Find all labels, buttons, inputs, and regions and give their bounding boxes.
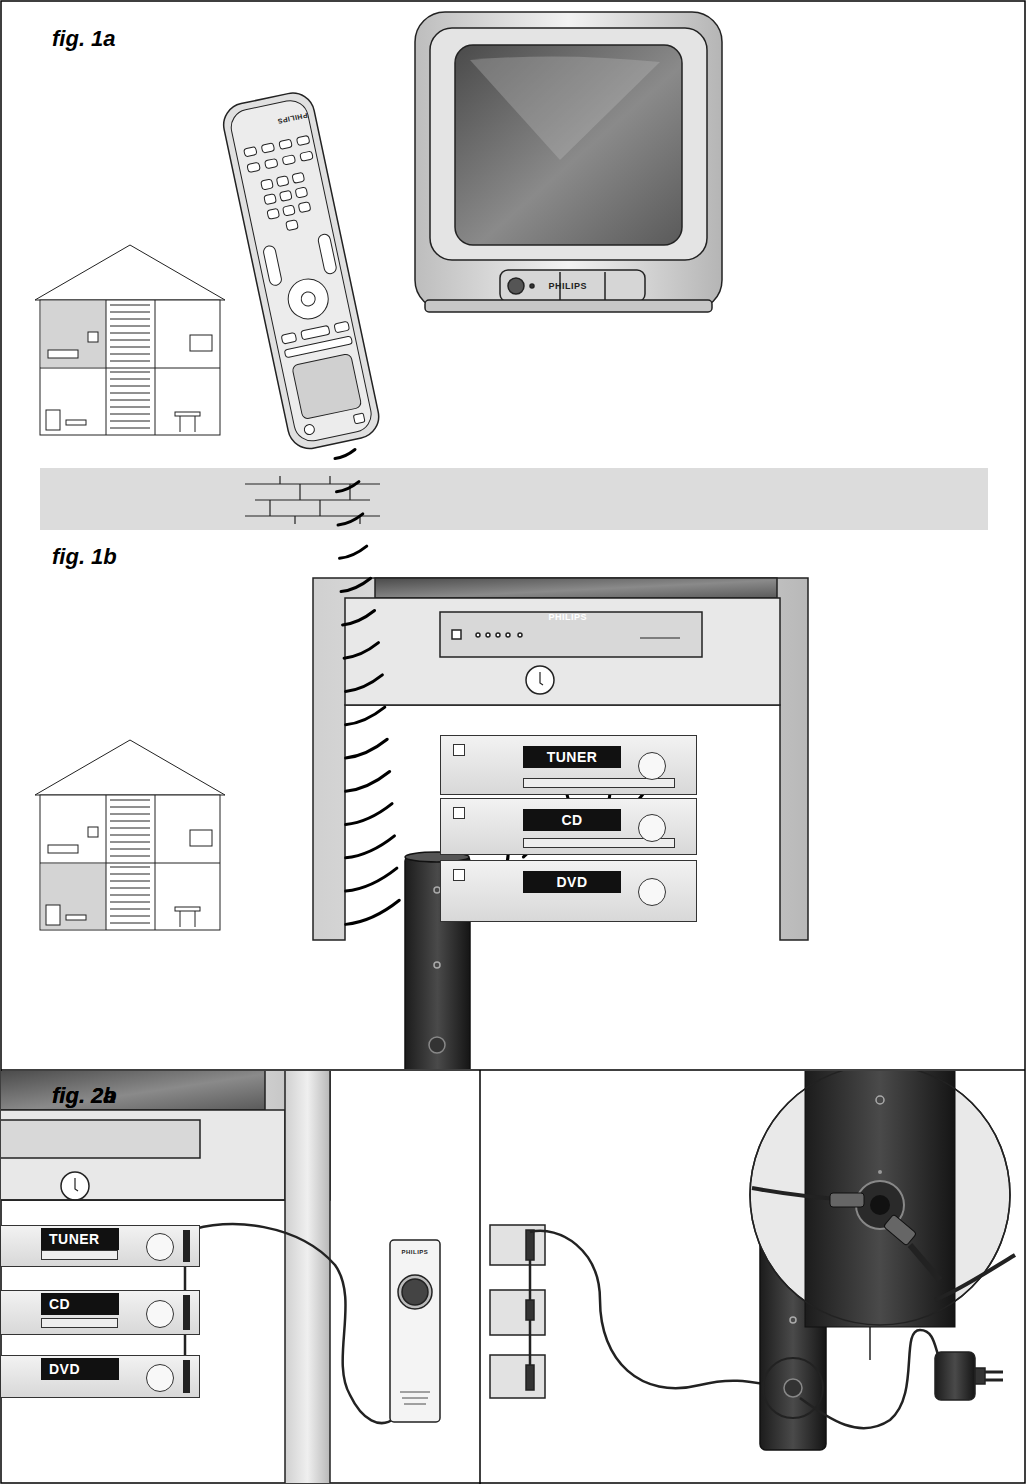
ir-transmitter (390, 1240, 440, 1422)
device-box: CD (0, 1290, 200, 1335)
device-label: DVD (41, 1358, 119, 1380)
brand-name: PHILIPS (549, 282, 588, 291)
ir-wave (346, 900, 400, 924)
ir-wave (346, 804, 392, 825)
figure-label: fig. 1b (52, 546, 117, 568)
control-knob (638, 878, 666, 906)
tv-cabinet (1, 1071, 330, 1483)
device-label: CD (41, 1293, 119, 1315)
television (415, 12, 722, 312)
device-box: DVD (440, 860, 697, 922)
house-icon (35, 245, 225, 435)
ir-wave (346, 836, 395, 858)
ir-wave (341, 578, 371, 591)
figure-label: fig. 2b (52, 1085, 117, 1107)
cable-clip (183, 1230, 190, 1262)
ir-wave (346, 771, 390, 791)
ir-wave (346, 707, 385, 725)
house-icon (35, 740, 225, 930)
ir-wave (338, 514, 363, 525)
device-box: DVD (0, 1355, 200, 1398)
control-knob (146, 1300, 174, 1328)
device-box: TUNER (0, 1225, 200, 1267)
ir-wave (343, 610, 375, 624)
wall-band (40, 468, 988, 530)
figure-label: fig. 1a (52, 28, 116, 50)
ir-cable-segment (184, 1267, 187, 1290)
ir-wave (340, 546, 367, 558)
ir-wave (346, 675, 383, 692)
ir-cable-segment (184, 1335, 187, 1355)
device-label: TUNER (41, 1228, 119, 1250)
control-knob (146, 1364, 174, 1392)
tv-cabinet (313, 578, 808, 940)
device-label: TUNER (523, 746, 621, 768)
control-knob (638, 814, 666, 842)
ir-wave (335, 450, 355, 459)
power-adapter (800, 1330, 1003, 1428)
detail-inset (750, 1071, 1015, 1327)
control-knob (146, 1233, 174, 1261)
device-label: DVD (523, 871, 621, 893)
device-stack (490, 1225, 545, 1398)
power-button (453, 807, 465, 819)
disc-slot (41, 1318, 118, 1328)
disc-slot (41, 1250, 118, 1260)
power-button (453, 744, 465, 756)
cable-clip (183, 1295, 190, 1330)
ir-cable (186, 1224, 395, 1423)
device-box: TUNER (440, 735, 697, 795)
brand-name: PHILIPS (549, 613, 588, 622)
ir-wave (346, 739, 388, 758)
brand-name: PHILIPS (402, 1249, 429, 1255)
device-label: CD (523, 809, 621, 831)
ir-cable (530, 1231, 790, 1388)
ir-wave (346, 868, 397, 891)
control-knob (638, 752, 666, 780)
remote-control (220, 89, 383, 452)
ir-wave (337, 482, 359, 492)
device-box: CD (440, 798, 697, 855)
cable-clip (183, 1360, 190, 1393)
power-button (453, 869, 465, 881)
ir-wave (344, 643, 378, 658)
